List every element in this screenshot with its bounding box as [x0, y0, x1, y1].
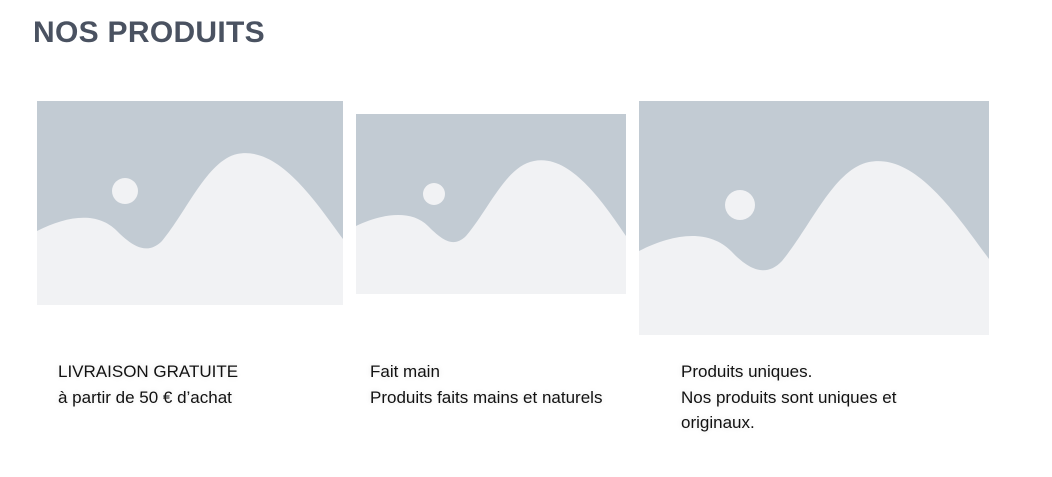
- product-title: LIVRAISON GRATUITE: [58, 362, 239, 381]
- product-image-placeholder-3: [639, 101, 989, 335]
- product-title: Produits uniques.: [681, 362, 813, 381]
- product-description: Nos produits sont uniques et originaux.: [681, 387, 897, 433]
- product-description: Produits faits mains et naturels: [370, 387, 603, 407]
- image-placeholder-icon: [356, 114, 626, 294]
- product-description: à partir de 50 € d’achat: [58, 387, 232, 407]
- product-caption-3: Produits uniques. Nos produits sont uniq…: [681, 359, 921, 436]
- product-caption-2: Fait main Produits faits mains et nature…: [370, 359, 630, 410]
- product-caption-1: LIVRAISON GRATUITE à partir de 50 € d’ac…: [58, 359, 338, 410]
- product-title: Fait main: [370, 362, 440, 381]
- image-placeholder-icon: [639, 101, 989, 335]
- page-title: NOS PRODUITS: [33, 16, 265, 49]
- product-image-placeholder-2: [356, 114, 626, 294]
- image-placeholder-icon: [37, 101, 343, 305]
- product-image-placeholder-1: [37, 101, 343, 305]
